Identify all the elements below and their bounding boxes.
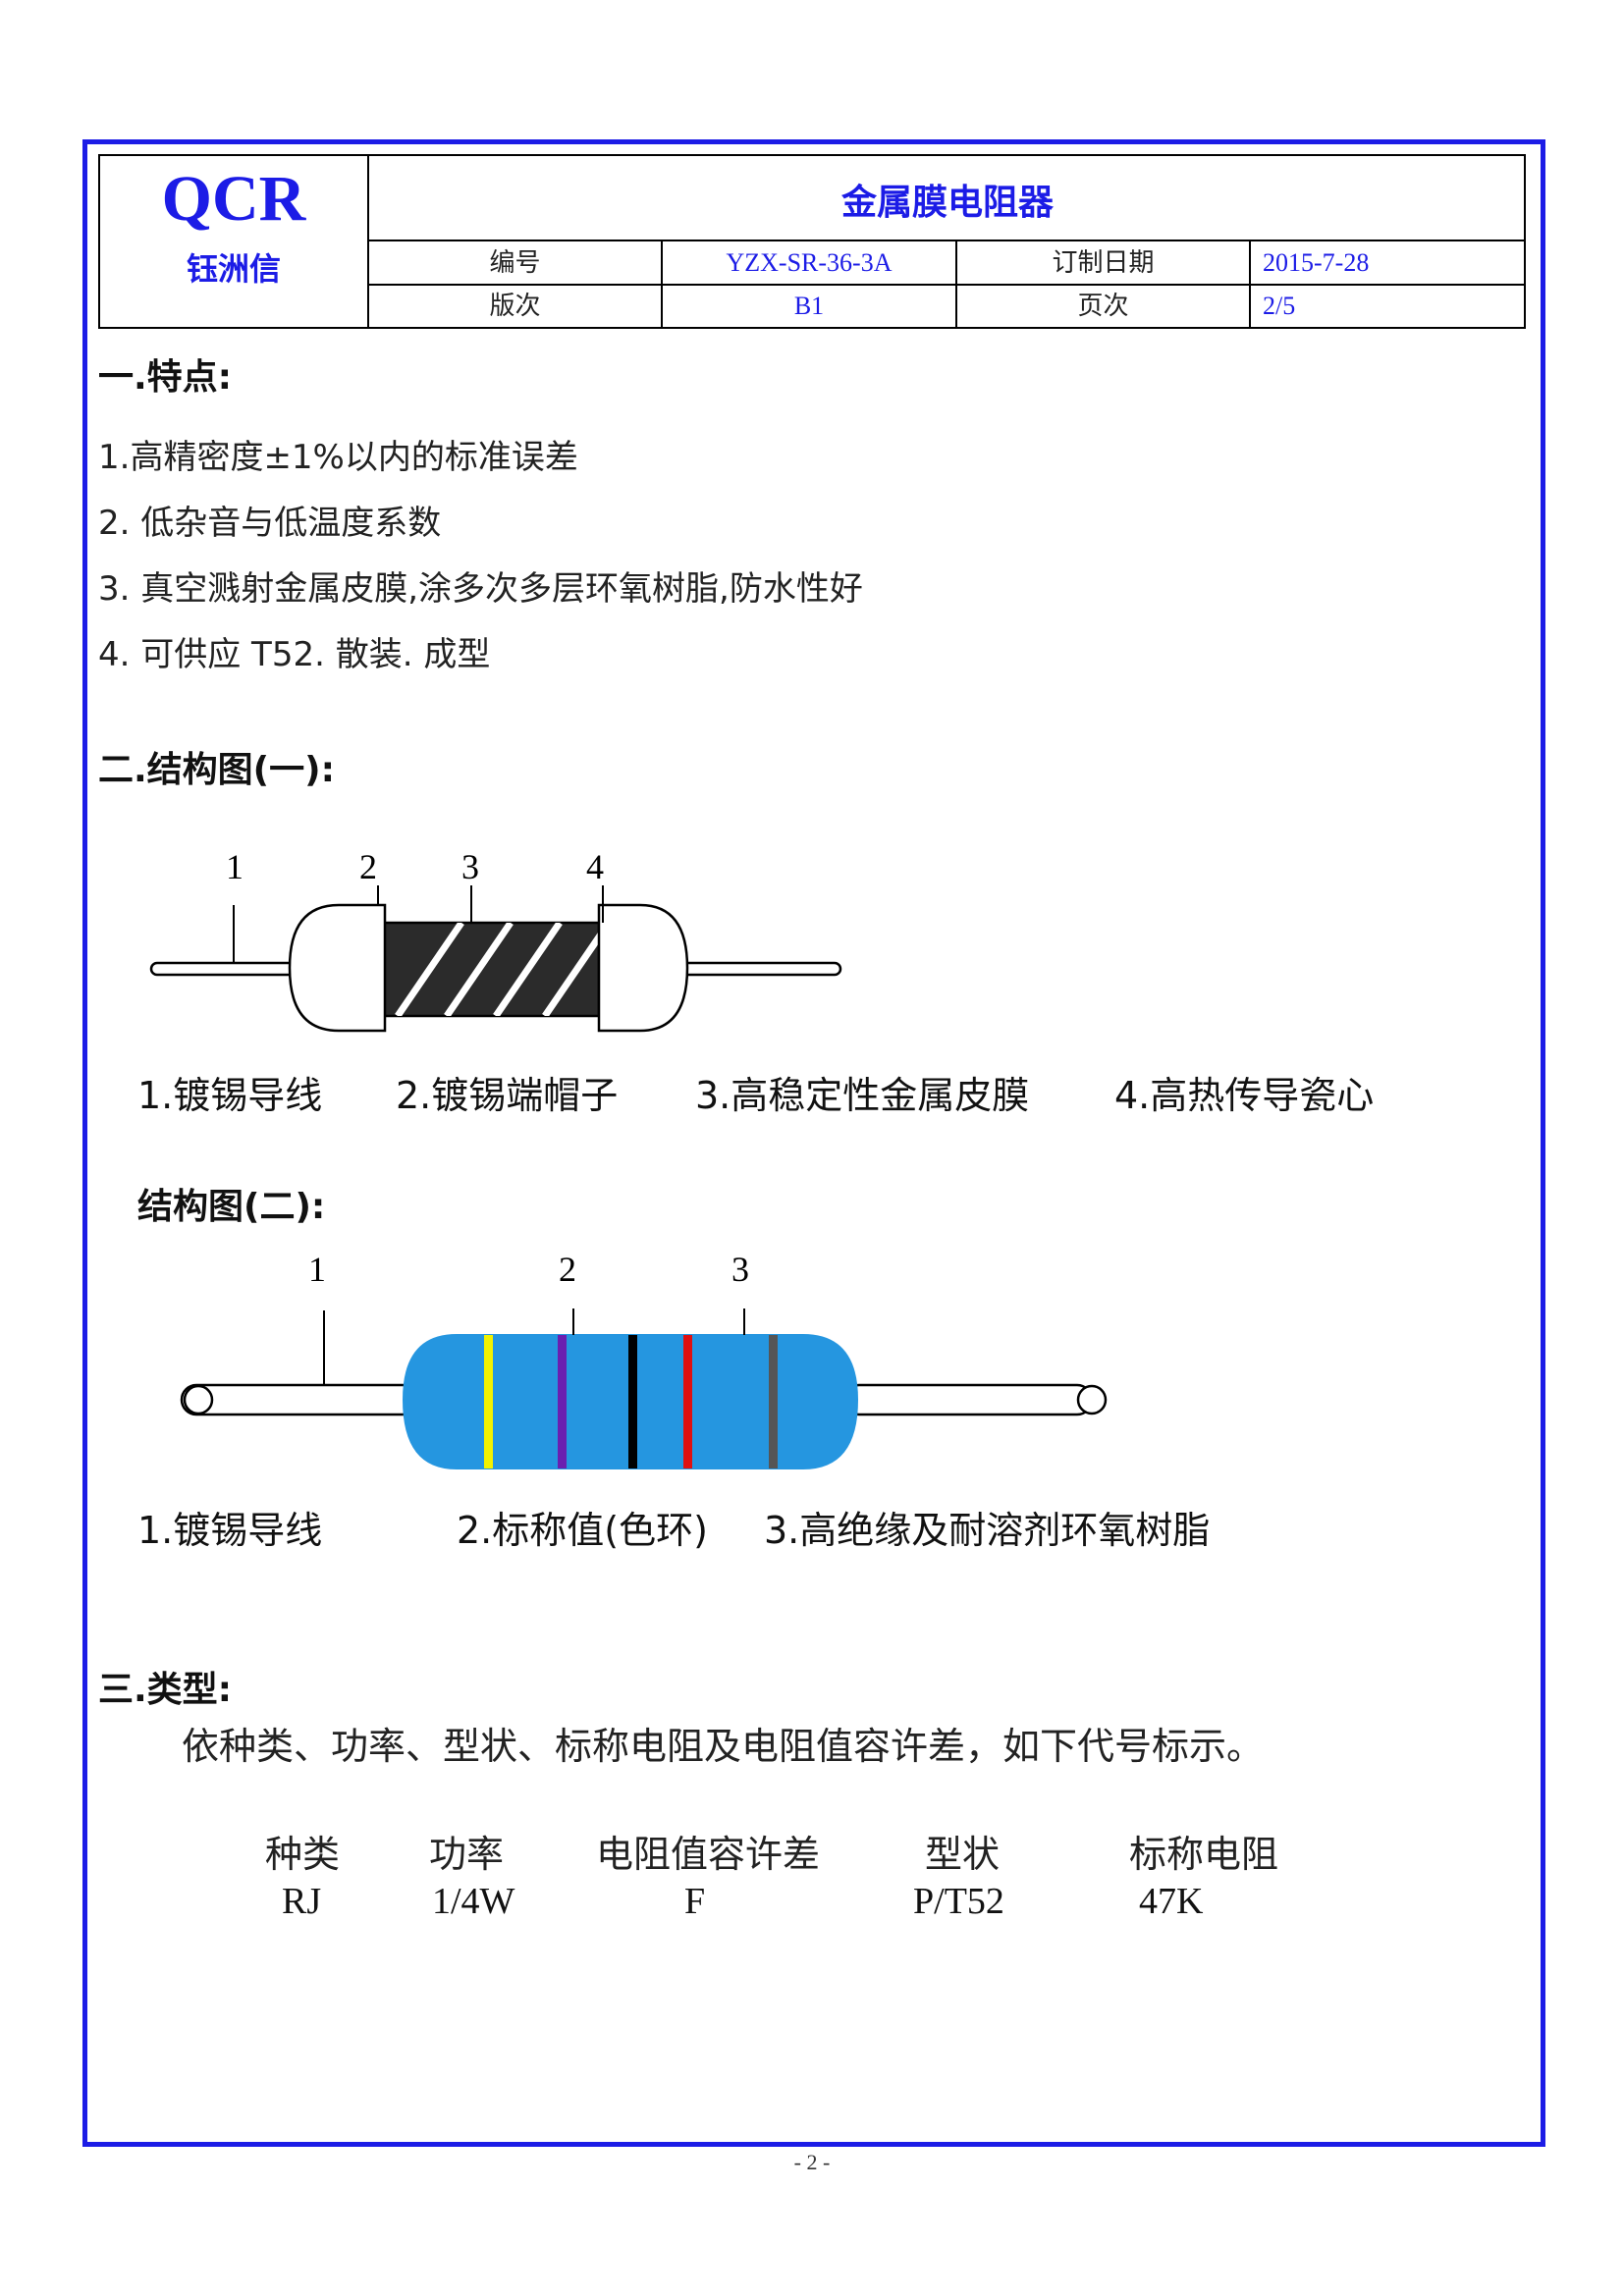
logo: QCR: [161, 163, 306, 235]
type-intro: 依种类、功率、型状、标称电阻及电阻值容许差，如下代号标示。: [182, 1725, 1265, 1768]
type-column-category: 种类: [265, 1833, 341, 1876]
type-column-power: 功率: [429, 1833, 505, 1876]
type-column-shape: 型状: [925, 1833, 1001, 1876]
diagram2-caption-2: 2.标称值(色环): [457, 1509, 708, 1552]
diagram1-caption-4: 4.高热传导瓷心: [1114, 1074, 1375, 1117]
page-value: 2/5: [1263, 292, 1296, 320]
color-band-3: [628, 1335, 637, 1468]
diagram2-label-3: 3: [731, 1250, 749, 1289]
date-value: 2015-7-28: [1263, 248, 1370, 277]
diagram2-label-1: 1: [308, 1250, 326, 1289]
document-header: QCR 钰洲信 金属膜电阻器 编号 YZX-SR-36-3A 订制日期 2015…: [98, 154, 1526, 329]
type-value-nominal-resistance: 47K: [1139, 1881, 1204, 1922]
company-name: 钰洲信: [186, 250, 281, 288]
color-band-1: [484, 1335, 493, 1468]
diagram2-caption-1: 1.镀锡导线: [137, 1509, 323, 1552]
diagram1-label-4: 4: [586, 847, 604, 886]
page-frame: [82, 139, 1545, 2147]
resistor-structure-diagram-2: 1 2 3: [180, 1250, 1108, 1469]
document-title: 金属膜电阻器: [840, 183, 1054, 223]
section-type-heading: 三.类型:: [98, 1670, 233, 1710]
section-structure-heading: 二.结构图(一):: [98, 750, 335, 790]
diagram1-caption-1: 1.镀锡导线: [137, 1074, 323, 1117]
color-band-5: [769, 1335, 778, 1468]
diagram1-label-1: 1: [226, 847, 244, 886]
feature-item-3: 3. 真空溅射金属皮膜,涂多次多层环氧树脂,防水性好: [98, 569, 863, 609]
feature-item-4: 4. 可供应 T52. 散装. 成型: [98, 635, 491, 674]
structure-2-heading: 结构图(二):: [137, 1187, 326, 1227]
type-column-tolerance: 电阻值容许差: [596, 1833, 821, 1876]
diagram2-caption-3: 3.高绝缘及耐溶剂环氧树脂: [764, 1509, 1211, 1552]
page-label: 页次: [1077, 292, 1129, 321]
diagram1-label-3: 3: [461, 847, 479, 886]
diagram2-label-2: 2: [559, 1250, 576, 1289]
version-label: 版次: [489, 292, 541, 321]
page-number: - 2 -: [793, 2150, 831, 2174]
color-band-2: [558, 1335, 567, 1468]
type-column-nominal-resistance: 标称电阻: [1129, 1833, 1279, 1876]
type-value-power: 1/4W: [432, 1881, 515, 1922]
version-value: B1: [793, 292, 825, 320]
number-label: 编号: [489, 248, 541, 278]
feature-item-1: 1.高精密度±1%以内的标准误差: [98, 438, 578, 477]
diagram1-caption-2: 2.镀锡端帽子: [396, 1074, 619, 1117]
date-label: 订制日期: [1052, 248, 1155, 278]
type-value-shape: P/T52: [913, 1881, 1004, 1922]
resistor-structure-diagram-1: 1 2 3 4: [149, 847, 842, 1033]
section-features-heading: 一.特点:: [98, 357, 233, 398]
number-value: YZX-SR-36-3A: [726, 248, 893, 277]
type-value-tolerance: F: [684, 1881, 706, 1922]
diagram1-label-2: 2: [359, 847, 377, 886]
diagram1-caption-3: 3.高稳定性金属皮膜: [695, 1074, 1030, 1117]
color-band-4: [683, 1335, 692, 1468]
type-value-category: RJ: [282, 1881, 322, 1922]
feature-item-2: 2. 低杂音与低温度系数: [98, 504, 442, 543]
